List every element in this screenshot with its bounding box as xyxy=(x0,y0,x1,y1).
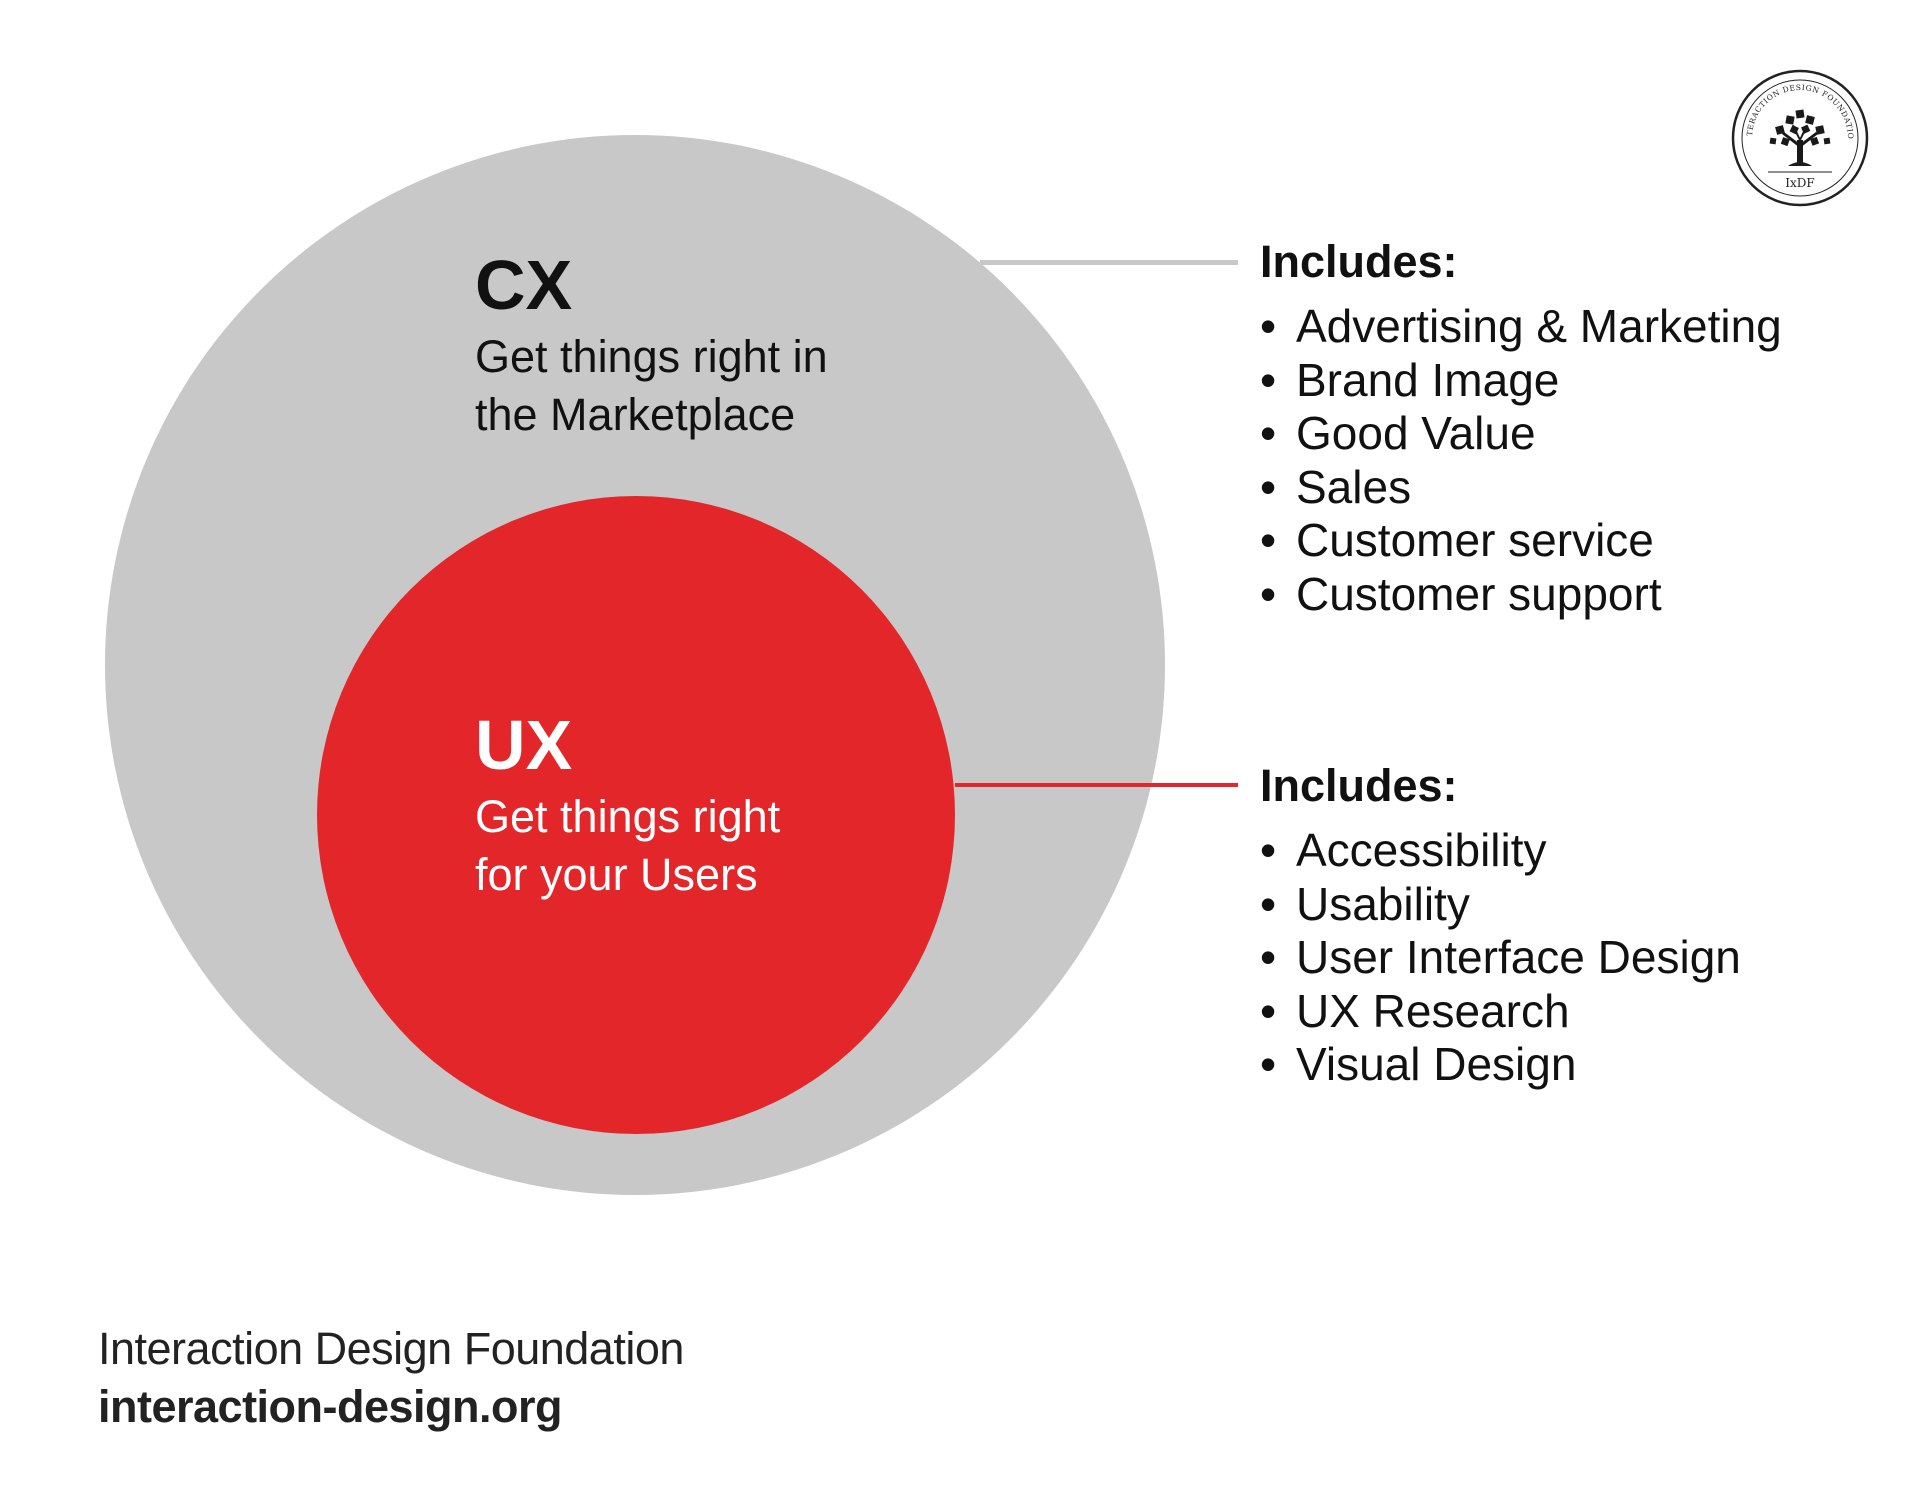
footer-url[interactable]: interaction-design.org xyxy=(98,1381,563,1432)
logo-abbreviation: IxDF xyxy=(1785,176,1814,190)
list-item: Customer service xyxy=(1260,514,1782,568)
list-item: Visual Design xyxy=(1260,1038,1741,1092)
list-item: UX Research xyxy=(1260,985,1741,1039)
cx-includes-panel: Includes: Advertising & Marketing Brand … xyxy=(1260,236,1782,621)
list-item: Brand Image xyxy=(1260,354,1782,408)
cx-connector-line xyxy=(980,260,1238,265)
ux-includes-title: Includes: xyxy=(1260,760,1458,811)
cx-heading: CX xyxy=(475,246,573,324)
cx-description: Get things right in the Marketplace xyxy=(475,328,828,444)
cx-includes-title: Includes: xyxy=(1260,236,1458,287)
cx-label: CX Get things right in the Marketplace xyxy=(475,250,828,444)
cx-includes-list: Advertising & Marketing Brand Image Good… xyxy=(1260,300,1782,621)
tree-seal-icon: INTERACTION DESIGN FOUNDATION IxDF xyxy=(1730,68,1869,207)
list-item: Accessibility xyxy=(1260,824,1741,878)
footer-organization: Interaction Design Foundation xyxy=(98,1323,684,1374)
ux-includes-list: Accessibility Usability User Interface D… xyxy=(1260,824,1741,1092)
ux-label: UX Get things right for your Users xyxy=(475,710,780,904)
list-item: Good Value xyxy=(1260,407,1782,461)
ux-description-line-2: for your Users xyxy=(475,849,758,900)
cx-description-line-2: the Marketplace xyxy=(475,389,796,440)
list-item: Sales xyxy=(1260,461,1782,515)
ux-circle xyxy=(317,496,955,1134)
list-item: Customer support xyxy=(1260,568,1782,622)
footer: Interaction Design Foundation interactio… xyxy=(98,1320,684,1436)
list-item: User Interface Design xyxy=(1260,931,1741,985)
ux-description-line-1: Get things right xyxy=(475,791,781,842)
ux-description: Get things right for your Users xyxy=(475,788,780,904)
list-item: Usability xyxy=(1260,878,1741,932)
ux-connector-line xyxy=(955,783,1238,787)
cx-description-line-1: Get things right in xyxy=(475,331,828,382)
list-item: Advertising & Marketing xyxy=(1260,300,1782,354)
ux-includes-panel: Includes: Accessibility Usability User I… xyxy=(1260,760,1741,1092)
ux-heading: UX xyxy=(475,706,573,784)
